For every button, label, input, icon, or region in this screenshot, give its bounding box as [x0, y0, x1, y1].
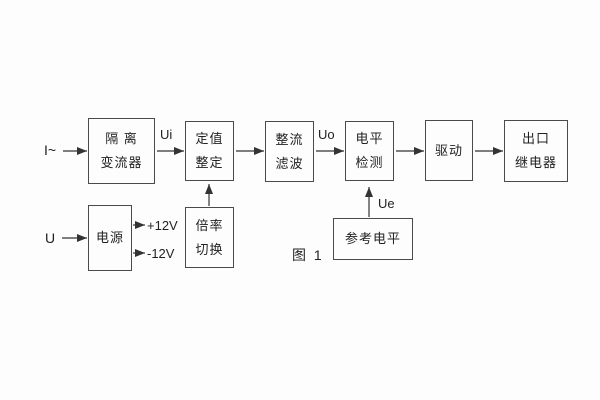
block-driver: 驱动: [425, 120, 473, 181]
block-power-supply-line1: 电源: [95, 230, 124, 245]
block-isolation-transformer-line2: 变流器: [100, 155, 143, 170]
block-level-detect-line2: 检测: [355, 155, 384, 170]
block-ratio-switch-line2: 切换: [195, 241, 224, 257]
block-power-supply: 电源: [88, 205, 132, 271]
block-level-detect-line1: 电平: [355, 131, 384, 146]
block-output-relay-line2: 继电器: [514, 155, 557, 170]
block-setting-adjust-line1: 定值: [195, 131, 224, 146]
block-output-relay-line1: 出口: [521, 131, 550, 146]
block-rectifier-filter-line1: 整流: [275, 131, 304, 147]
block-setting-adjust-line2: 整定: [195, 155, 224, 170]
label-plus-12v: +12V: [147, 218, 178, 233]
label-input-voltage: U: [45, 230, 56, 246]
label-uo: Uo: [318, 127, 335, 142]
block-rectifier-filter-line2: 滤波: [275, 155, 304, 171]
block-isolation-transformer: 隔 离 变流器: [88, 118, 155, 184]
block-level-detect: 电平 检测: [345, 121, 394, 181]
block-ratio-switch: 倍率 切换: [185, 207, 234, 268]
block-reference-level-line1: 参考电平: [344, 231, 401, 246]
label-minus-12v: -12V: [147, 246, 175, 261]
block-rectifier-filter: 整流 滤波: [265, 121, 314, 182]
block-isolation-transformer-line1: 隔 离: [105, 131, 138, 146]
block-reference-level: 参考电平: [333, 218, 413, 260]
block-driver-line1: 驱动: [434, 142, 463, 158]
block-output-relay: 出口 继电器: [504, 120, 568, 182]
block-setting-adjust: 定值 整定: [185, 121, 234, 181]
label-input-current: I~: [44, 142, 57, 158]
block-ratio-switch-line1: 倍率: [195, 217, 224, 233]
figure-caption: 图 1: [292, 247, 324, 263]
label-ue: Ue: [378, 196, 395, 211]
label-ui: Ui: [160, 127, 173, 142]
